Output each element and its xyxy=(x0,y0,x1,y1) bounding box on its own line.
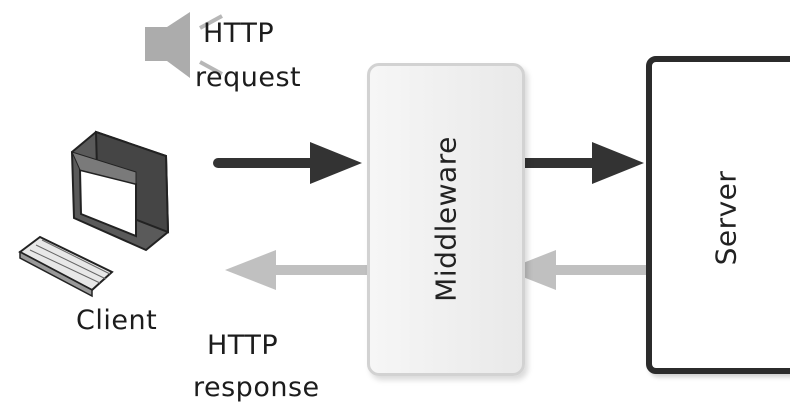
request-label-line2: request xyxy=(195,62,302,93)
middleware-label: Middleware xyxy=(429,136,463,302)
request-label-line1: HTTP xyxy=(203,18,275,49)
speaker-icon xyxy=(145,12,223,78)
computer-icon xyxy=(70,130,170,252)
server-box xyxy=(646,56,790,374)
request-arrow-middleware-to-server xyxy=(500,142,644,184)
keyboard-icon xyxy=(18,235,114,298)
response-label-line1: HTTP xyxy=(207,330,279,361)
response-arrow-server-to-middleware xyxy=(505,250,653,290)
response-label-line2: response xyxy=(193,372,320,403)
middleware-box xyxy=(367,63,525,376)
client-label: Client xyxy=(76,305,158,336)
server-label: Server xyxy=(709,170,743,266)
request-arrow-client-to-middleware xyxy=(213,142,362,184)
response-arrow-middleware-to-client xyxy=(225,250,383,290)
